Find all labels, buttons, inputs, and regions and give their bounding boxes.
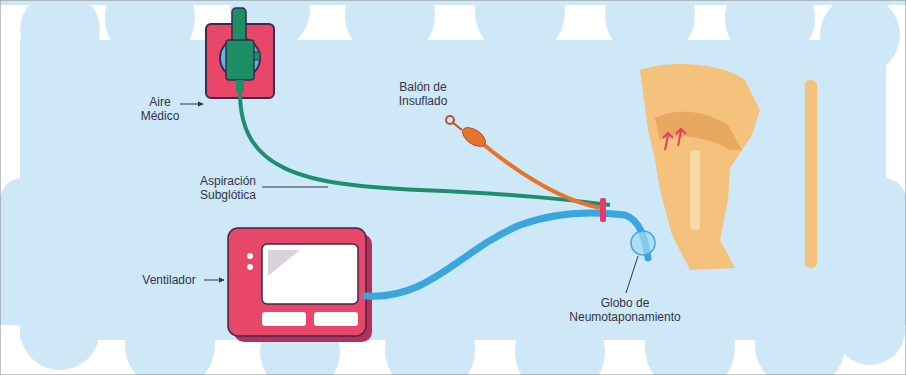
cuff bbox=[631, 231, 655, 255]
ventilator bbox=[228, 228, 372, 342]
endotracheal-tube bbox=[366, 213, 648, 296]
leader-line bbox=[626, 256, 638, 293]
part-label: Aspiración Subglótica bbox=[196, 174, 260, 202]
part-label: Balón de Insuflado bbox=[383, 80, 463, 108]
tube-connector bbox=[600, 198, 606, 222]
spine bbox=[805, 80, 817, 268]
medical-air-outlet bbox=[206, 8, 274, 98]
pilot-line bbox=[478, 140, 600, 208]
part-label: Aire Médico bbox=[140, 95, 180, 123]
leader-line bbox=[180, 104, 203, 105]
subglottic-suction-tube bbox=[240, 92, 610, 205]
head-profile bbox=[640, 64, 817, 270]
leader-line bbox=[204, 280, 224, 281]
part-label: Ventilador bbox=[138, 273, 200, 287]
part-label: Globo de Neumotaponamiento bbox=[555, 296, 695, 324]
leader-line bbox=[262, 187, 328, 188]
inflation-balloon bbox=[446, 116, 489, 150]
